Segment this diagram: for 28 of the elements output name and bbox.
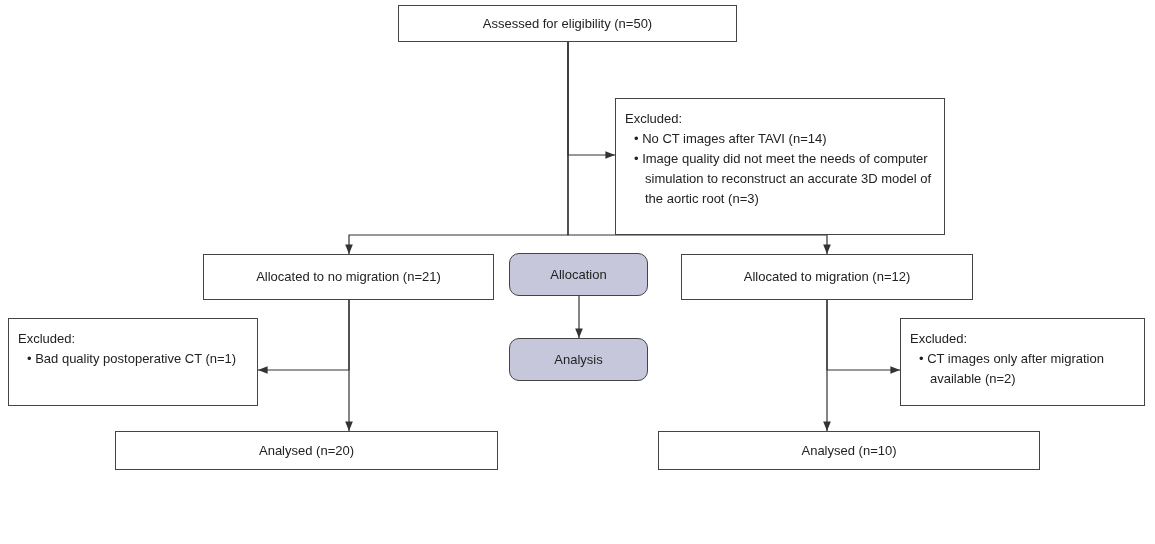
bullet-item: • CT images only after migration available (n=2) (918, 350, 1105, 388)
box-heading: Excluded: (910, 330, 969, 348)
process-box (203, 254, 494, 300)
process-box (115, 431, 498, 470)
stage-box (509, 253, 648, 296)
arrow (567, 41, 831, 255)
bullet-item: • Bad quality postoperative CT (n=1) (26, 350, 238, 368)
box-heading: Excluded: (18, 330, 77, 348)
bullet-item: • No CT images after TAVI (n=14) (633, 130, 828, 148)
process-box (658, 431, 1040, 470)
arrow (345, 299, 353, 432)
box-heading: Excluded: (625, 110, 684, 128)
process-box (615, 98, 945, 235)
bullet-item: • Image quality did not meet the needs of computer simulation to reconstruct an accurate 3D model of the aortic root (n=3) (633, 150, 933, 208)
arrow (823, 299, 831, 432)
process-box (398, 5, 737, 42)
process-box (681, 254, 973, 300)
box-label: Analysis (554, 350, 603, 369)
stage-box (509, 338, 648, 381)
process-box (900, 318, 1145, 406)
arrow (575, 295, 583, 339)
box-label: Allocated to no migration (n=21) (256, 268, 441, 287)
box-label: Analysed (n=20) (259, 441, 354, 460)
box-label: Analysed (n=10) (801, 441, 897, 460)
box-label: Allocation (550, 265, 607, 284)
box-label: Allocated to migration (n=12) (743, 268, 911, 287)
box-label: Assessed for eligibility (n=50) (482, 14, 653, 33)
process-box (8, 318, 258, 406)
